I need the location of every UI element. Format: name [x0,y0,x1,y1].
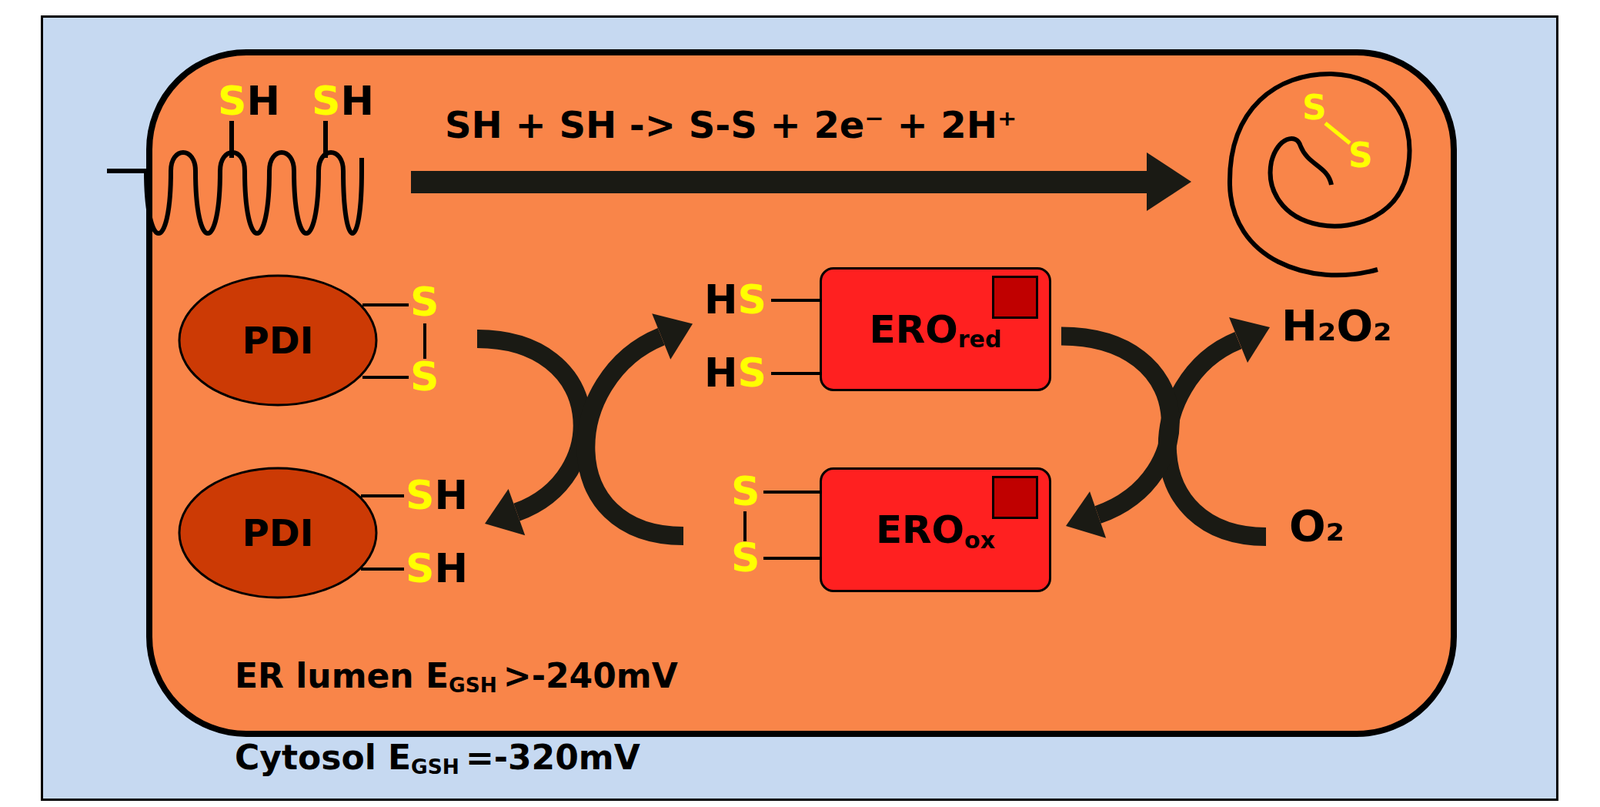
cofactor-square [992,475,1039,519]
label-text: S [1348,138,1373,173]
region-label: ER lumen EGSH>-240mV [234,658,679,693]
node-text: ER lumen E [234,658,449,693]
thiol-label: HS [704,352,767,393]
thiol-label: O₂ [1289,504,1345,548]
subscript: GSH [448,674,498,695]
ero-reduced: EROred [819,267,1052,391]
node-text: Cytosol E [234,740,411,775]
thiol-label: S [410,281,439,322]
label-text: SH [217,80,281,121]
node-label: PDI [242,514,314,552]
label-text: S [731,470,760,512]
cofactor-square [992,275,1039,319]
thiol-label: S [1302,90,1327,125]
node-label: PDI [242,321,314,359]
label-text: H [704,279,739,320]
label-text: SH [405,547,468,588]
label-text: H [704,352,739,393]
label-text: S [738,352,767,393]
label-text: S [410,356,439,397]
er-lumen-region: ER lumen EGSH>-240mVPDIEROredPDIEROox [146,49,1457,737]
subscript: ox [964,528,996,552]
subscript: red [958,327,1003,351]
node-text: ERO [869,310,959,349]
label-text: SH + SH -> S-S + 2e⁻ + 2H⁺ [444,106,1017,144]
node-text: =-320mV [465,740,641,775]
node-text: PDI [242,514,314,552]
label-text: O₂ [1289,504,1345,548]
label-text: S [738,279,767,320]
thiol-label: SH + SH -> S-S + 2e⁻ + 2H⁺ [444,106,1017,144]
thiol-label: SH [405,547,468,588]
node-text: PDI [242,321,314,359]
thiol-label: S [1348,138,1373,173]
label-text: S [410,281,439,322]
node-label: EROred [869,310,1003,349]
node-label: EROox [875,510,996,549]
thiol-label: H₂O₂ [1281,303,1393,348]
label-text: SH [311,80,375,121]
label-text: H₂O₂ [1281,303,1393,348]
node-text: >-240mV [503,658,679,693]
pdi-reduced: PDI [177,466,378,599]
thiol-label: S [410,356,439,397]
label-text: S [731,537,760,578]
thiol-label: S [731,537,760,578]
label-text: S [1302,90,1327,125]
thiol-label: SH [217,80,281,121]
thiol-label: SH [311,80,375,121]
node-text: ERO [875,510,965,549]
pdi-oxidized: PDI [177,273,378,407]
thiol-label: SH [405,474,468,515]
thiol-label: S [731,470,760,512]
ero-oxidized: EROox [819,467,1052,592]
thiol-label: HS [704,279,767,320]
region-label: Cytosol EGSH=-320mV [234,740,641,775]
label-text: SH [405,474,468,515]
subscript: GSH [410,756,460,777]
